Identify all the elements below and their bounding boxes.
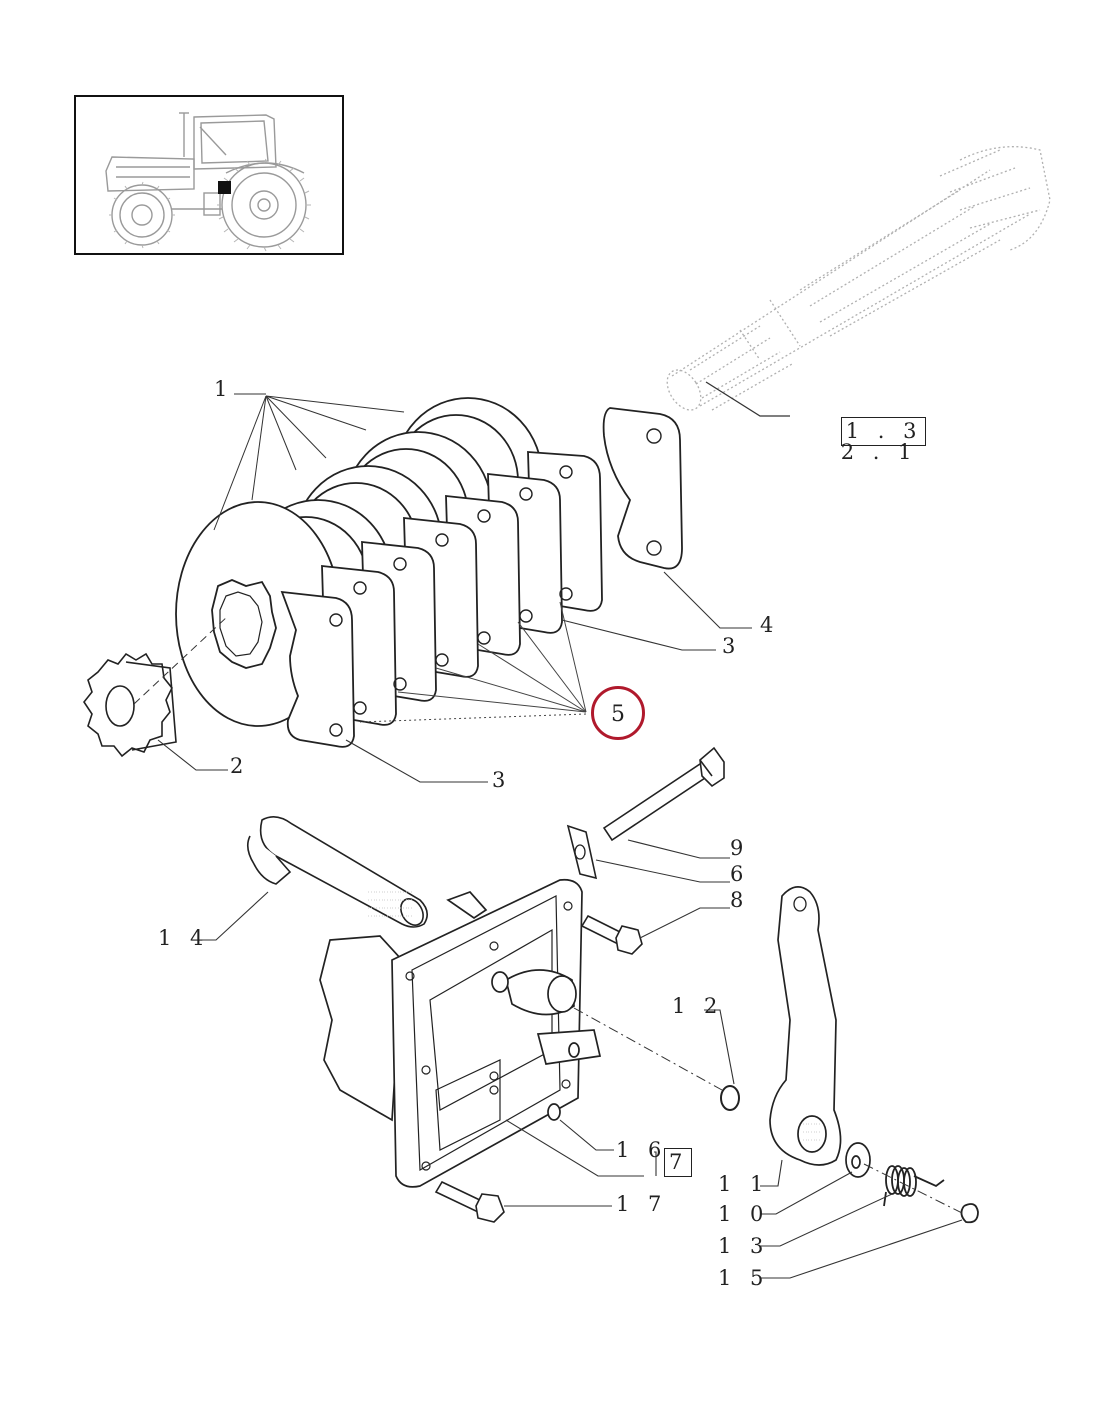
reference-code: 1 . 3 2 . 1 (790, 400, 927, 484)
callout-2: 2 (230, 754, 250, 778)
leaders-1 (213, 393, 405, 531)
cover-housing (319, 878, 602, 1188)
leaders-7-16-17 (505, 1119, 657, 1177)
washer (845, 1142, 871, 1178)
control-shaft (246, 816, 428, 928)
highlight-circle: 5 (591, 686, 645, 740)
callout-16: 1 6 (616, 1138, 668, 1162)
tractor-locator-icon (105, 112, 311, 252)
callout-1: 1 (214, 377, 234, 401)
callout-17: 1 7 (616, 1192, 668, 1216)
gasket (566, 824, 598, 880)
circlip (720, 1085, 740, 1111)
bolt-17 (434, 1180, 505, 1223)
callout-6: 6 (730, 862, 750, 886)
callout-13: 1 3 (718, 1234, 770, 1258)
lever-axis (573, 1007, 723, 1091)
end-plate (602, 407, 683, 570)
callout-12: 1 2 (672, 994, 724, 1018)
callout-3-upper: 3 (722, 634, 742, 658)
callout-7: 7 (664, 1148, 693, 1177)
callout-10: 1 0 (718, 1202, 770, 1226)
leaders-2-3-4 (157, 571, 752, 783)
location-marker (218, 181, 231, 194)
separator-plates (280, 451, 603, 748)
lever-arm (769, 886, 842, 1166)
callout-9: 9 (730, 836, 750, 860)
shaft-splined (666, 146, 1051, 411)
callout-4: 4 (760, 613, 780, 637)
torsion-spring (883, 1165, 945, 1207)
callout-3-lower: 3 (492, 768, 512, 792)
callout-15: 1 5 (718, 1266, 770, 1290)
callout-14: 1 4 (158, 926, 210, 950)
highlight-label: 5 (611, 702, 625, 727)
gear (83, 652, 177, 758)
snap-ring (960, 1203, 979, 1224)
bolt-8 (580, 914, 643, 955)
callout-8: 8 (730, 888, 750, 912)
gear-axis (133, 615, 229, 705)
long-bolt (602, 746, 725, 842)
reference-code-rest: 2 . 1 (840, 440, 918, 464)
locator-inset (74, 95, 344, 255)
reference-code-boxed: 1 . 3 (840, 417, 927, 446)
ref-leader (705, 381, 790, 417)
callout-11: 1 1 (718, 1172, 770, 1196)
